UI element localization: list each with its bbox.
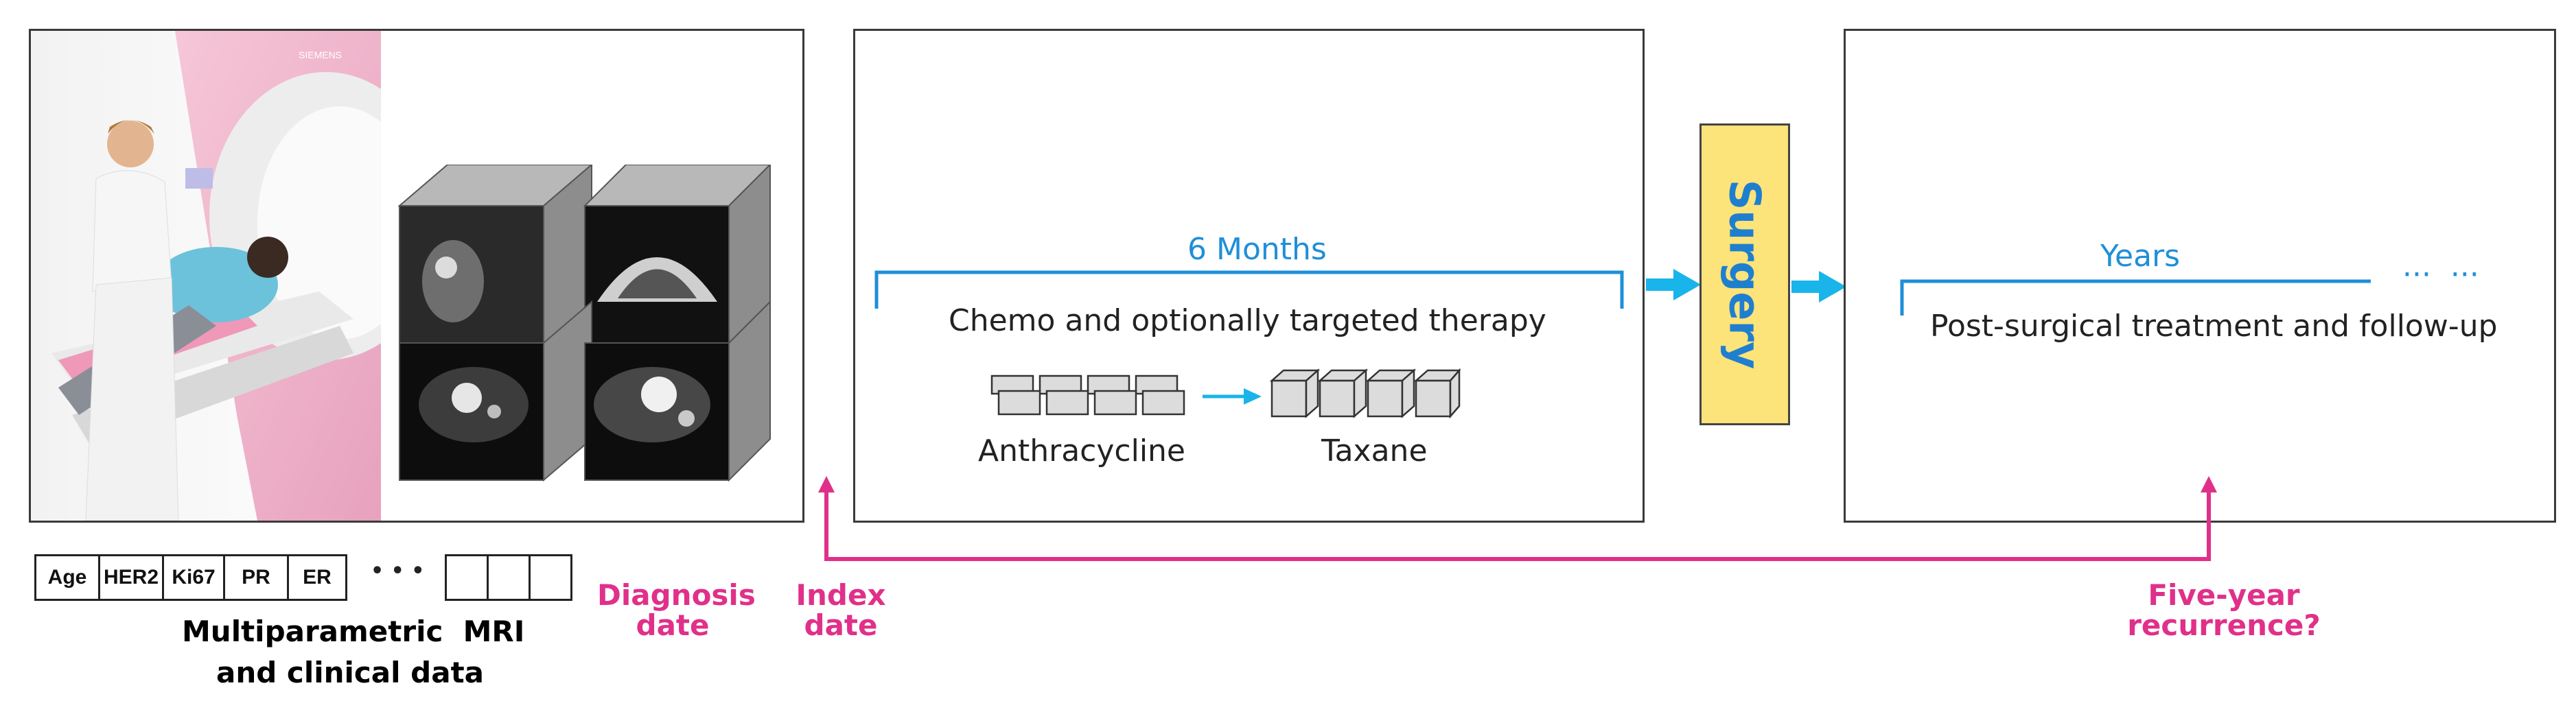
svg-text:SIEMENS: SIEMENS [299, 49, 342, 60]
post-duration-bracket [1900, 279, 2371, 316]
clinical-field-ki67: Ki67 [162, 554, 225, 601]
chemo-duration-bracket [874, 270, 1624, 309]
mri-image-cubes [397, 165, 771, 482]
five-year-recurrence-label: Five-year recurrence? [2127, 578, 2321, 643]
post-duration-label: Years [2100, 239, 2181, 274]
chemo-description: Chemo and optionally targeted therapy [949, 303, 1546, 338]
drug-sequence-arrow-icon [1203, 388, 1262, 405]
surgery-box [1699, 123, 1790, 425]
clinical-field-empty-3 [529, 554, 572, 601]
post-surgical-panel [1844, 29, 2556, 523]
mri-cube-2 [583, 165, 771, 345]
clinical-field-pr: PR [223, 554, 289, 601]
clinical-field-empty-1 [445, 554, 489, 601]
taxane-label: Taxane [1321, 433, 1428, 468]
anthracycline-label: Anthracycline [978, 433, 1186, 468]
clinical-fields-ellipsis: • • • [371, 559, 425, 583]
chemo-duration-label: 6 Months [1187, 232, 1327, 267]
clinical-field-her2: HER2 [98, 554, 164, 601]
clinical-field-age: Age [34, 554, 100, 601]
mri-caption-line2: and clinical data [216, 656, 484, 689]
index-date-label: Index date [796, 578, 886, 643]
index-to-outcome-timeline [818, 476, 2217, 561]
taxane-pills-icon [1269, 368, 1461, 419]
anthracycline-pills-icon [990, 375, 1185, 416]
diagnosis-date-label: Diagnosis date [597, 578, 756, 643]
mri-cube-1 [397, 165, 593, 345]
chemo-panel [853, 29, 1645, 523]
post-continuation-dots: ··· ··· [2402, 257, 2479, 292]
surgery-to-post-arrow [1791, 271, 1846, 302]
mri-scanner-illustration: SIEMENS [31, 31, 381, 521]
post-description: Post-surgical treatment and follow-up [1930, 309, 2498, 344]
mri-caption-line1: Multiparametric MRI [182, 615, 525, 648]
mri-cube-4 [584, 300, 771, 482]
mri-cube-3 [399, 300, 592, 482]
clinical-field-empty-2 [487, 554, 531, 601]
surgery-label: Surgery [1719, 179, 1770, 370]
chemo-to-surgery-arrow [1646, 269, 1701, 300]
clinical-field-er: ER [287, 554, 347, 601]
